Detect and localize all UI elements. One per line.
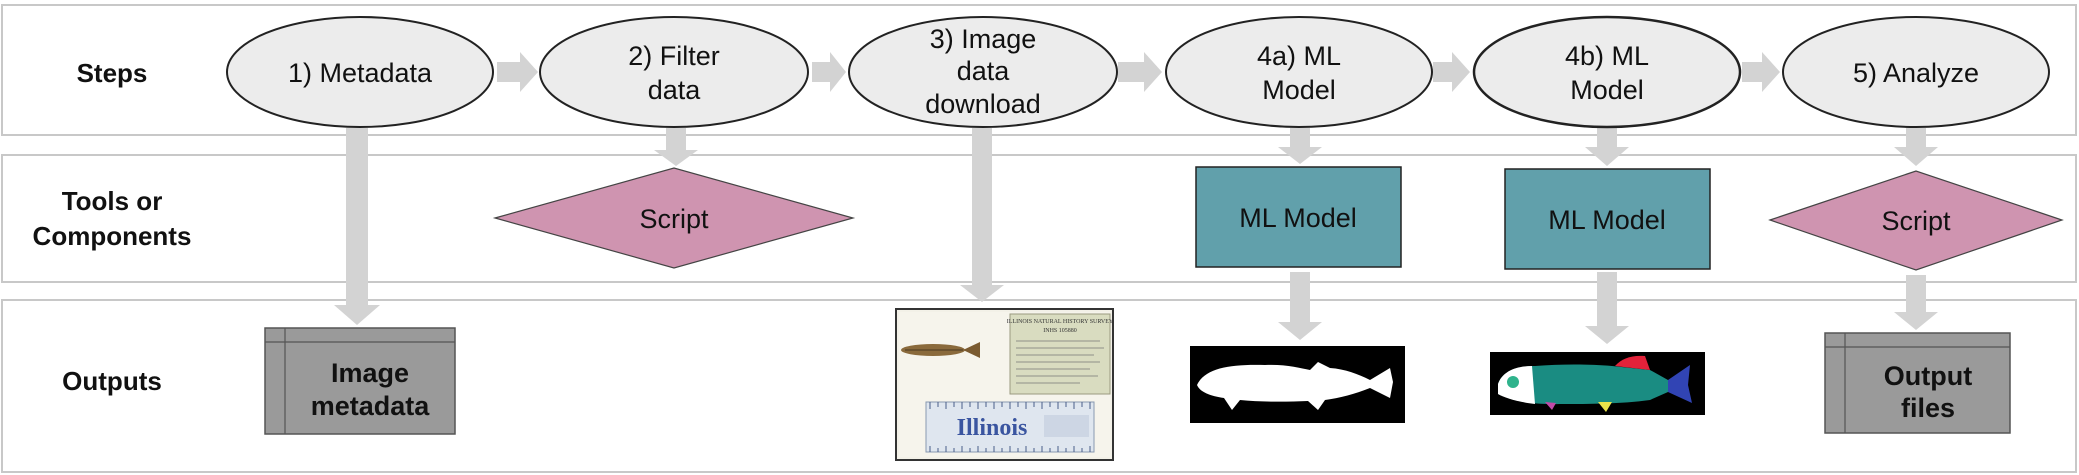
arrow-ml-a-to-mask — [1278, 272, 1322, 340]
step-label-ml-b-line1: 4b) ML — [1565, 41, 1649, 71]
output-files-line2: files — [1901, 393, 1955, 423]
ruler-text: Illinois — [957, 415, 1028, 441]
segmentation-image — [1490, 352, 1705, 415]
output-files-line1: Output — [1884, 361, 1972, 391]
image-metadata-line1: Image — [331, 358, 409, 388]
step-label-ml-a-line2: Model — [1262, 75, 1336, 105]
row-label-steps: Steps — [77, 58, 148, 88]
step-arrow-1 — [497, 52, 538, 92]
arrow-metadata-to-image-metadata — [334, 128, 380, 325]
specimen-label-catalog: INHS 105880 — [1043, 328, 1077, 334]
row-label-tools-line2: Components — [33, 221, 192, 251]
specimen-photo: ILLINOIS NATURAL HISTORY SURVEY INHS 105… — [895, 308, 1114, 461]
step-oval-download — [848, 16, 1118, 128]
step-arrow-5 — [1742, 52, 1780, 92]
specimen-fish — [901, 342, 980, 358]
step-arrow-2 — [812, 52, 846, 92]
tools-band — [1, 154, 2077, 283]
step-label-ml-a-line1: 4a) ML — [1257, 41, 1341, 71]
row-label-tools-line1: Tools or — [62, 186, 163, 216]
binary-mask-image — [1190, 346, 1405, 423]
ml-model-box-b — [1504, 168, 1711, 270]
row-label-outputs: Outputs — [62, 366, 162, 396]
script-label-2: Script — [1881, 206, 1951, 236]
step-label-metadata-line1: 1) Metadata — [288, 58, 433, 88]
step-oval-filter — [539, 16, 809, 128]
arrow-4b-to-ml-model — [1585, 128, 1629, 166]
step-label-filter-line2: data — [648, 75, 702, 105]
step-label-download-line3: download — [925, 89, 1041, 119]
output-files-box: Output files — [1824, 332, 2011, 434]
step-label-download-line1: 3) Image — [930, 24, 1037, 54]
script-diamond-1 — [492, 167, 856, 269]
specimen-ruler: Illinois — [925, 401, 1095, 453]
script-diamond-2 — [1768, 170, 2064, 271]
arrow-filter-to-script — [654, 128, 698, 166]
ml-model-label-a: ML Model — [1239, 203, 1357, 233]
arrow-download-to-specimen — [960, 128, 1004, 302]
arrow-script-to-output-files — [1894, 275, 1938, 330]
specimen-label-header: ILLINOIS NATURAL HISTORY SURVEY — [1007, 319, 1114, 325]
ml-model-label-b: ML Model — [1548, 205, 1666, 235]
step-label-download-line2: data — [957, 56, 1011, 86]
step-label-analyze-line1: 5) Analyze — [1853, 58, 1979, 88]
step-label-filter-line1: 2) Filter — [628, 41, 720, 71]
step-oval-ml-b — [1472, 15, 1742, 129]
step-arrow-3 — [1118, 52, 1162, 92]
step-oval-analyze — [1782, 16, 2050, 128]
arrow-4a-to-ml-model — [1278, 128, 1322, 164]
step-oval-ml-a — [1165, 16, 1433, 128]
ml-model-box-a — [1195, 166, 1402, 268]
image-metadata-box: Image metadata — [264, 327, 456, 435]
step-label-ml-b-line2: Model — [1570, 75, 1644, 105]
step-arrow-4 — [1433, 52, 1470, 92]
specimen-label-card — [1009, 313, 1111, 395]
step-oval-metadata — [226, 16, 494, 128]
arrow-analyze-to-script — [1894, 128, 1938, 166]
script-label-1: Script — [639, 204, 709, 234]
arrow-ml-b-to-segmentation — [1585, 272, 1629, 344]
image-metadata-line2: metadata — [311, 391, 431, 421]
